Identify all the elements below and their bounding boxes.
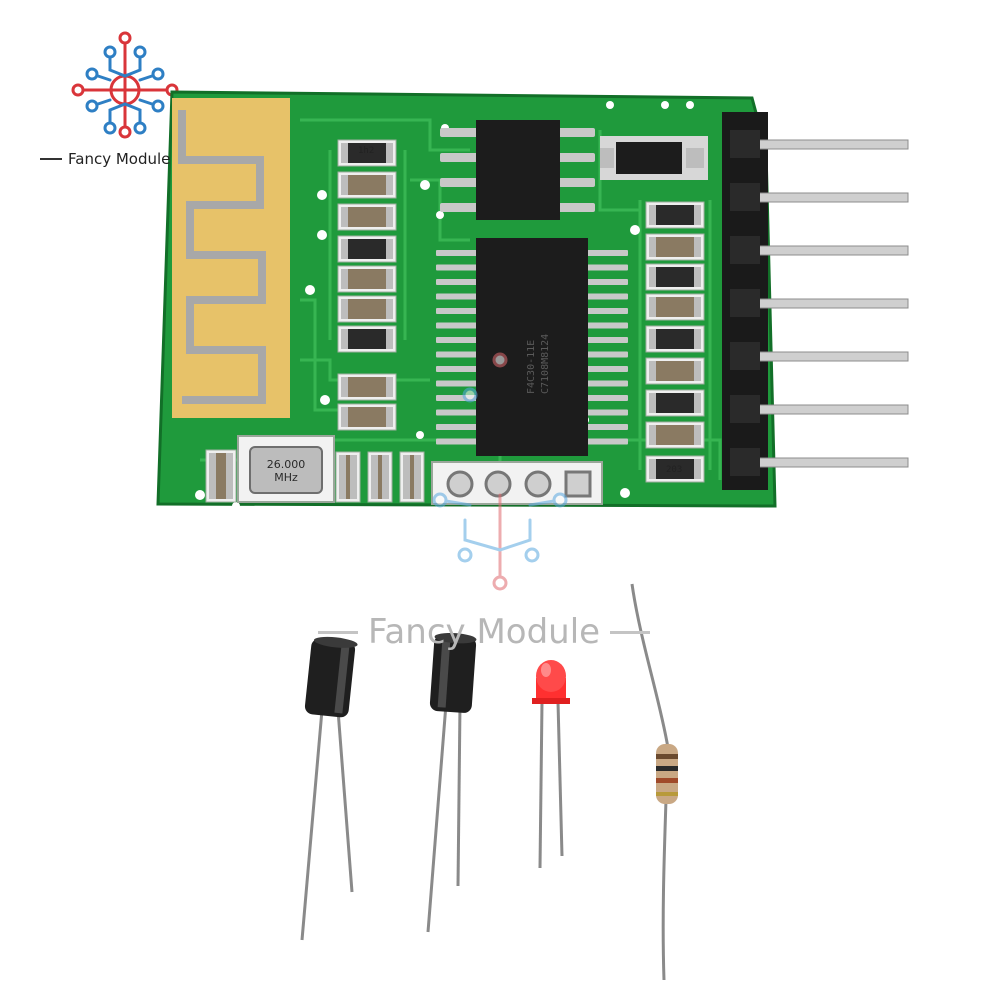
header-pin-housing bbox=[730, 342, 760, 370]
header-pin bbox=[751, 139, 909, 150]
chip-pin-left bbox=[436, 424, 478, 430]
header-pin-housing bbox=[730, 183, 760, 211]
smd-component bbox=[645, 325, 705, 353]
smd-component bbox=[337, 373, 397, 401]
chip-pin-left bbox=[436, 322, 478, 329]
chip-pin-right bbox=[586, 409, 628, 416]
watermark-brand: Fancy Module bbox=[318, 612, 682, 652]
chip-pin-right bbox=[586, 337, 628, 343]
brand-name-text: Fancy Module bbox=[68, 150, 171, 168]
smd-component bbox=[337, 265, 397, 293]
bottom-pads bbox=[431, 461, 603, 505]
smd-component bbox=[645, 263, 705, 291]
smd-component bbox=[645, 357, 705, 385]
smd-passives bbox=[205, 139, 705, 503]
chip-pin-left bbox=[436, 308, 478, 314]
chip-pin-right bbox=[586, 366, 628, 372]
chip-pin-right bbox=[586, 293, 628, 300]
header-pin-housing bbox=[730, 236, 760, 264]
smd-component bbox=[337, 203, 397, 231]
chip-pin-left bbox=[436, 279, 478, 285]
chip-pin-left bbox=[436, 293, 478, 300]
chip-pin-right bbox=[586, 395, 628, 401]
chip-pin-left bbox=[436, 264, 478, 271]
smd-component bbox=[205, 449, 237, 503]
watermark-text: Fancy Module bbox=[368, 612, 601, 652]
chip-pin-left bbox=[436, 337, 478, 343]
brand-dash bbox=[40, 158, 62, 160]
watermark-logo-icon bbox=[432, 352, 568, 591]
smd-component bbox=[645, 455, 705, 483]
main-chip-marking-1: F4C30-11E bbox=[526, 340, 537, 394]
chip-pin-right bbox=[586, 279, 628, 285]
header-pin bbox=[751, 457, 909, 468]
brand-name-top: Fancy Module bbox=[40, 150, 170, 168]
watermark-dash-right bbox=[610, 630, 651, 634]
chip-pin-right bbox=[586, 250, 628, 256]
chip-pin-right bbox=[586, 438, 628, 445]
chip-pin-left bbox=[436, 409, 478, 416]
header-pin bbox=[751, 298, 909, 309]
crystal-oscillator bbox=[237, 435, 335, 503]
chip-pin-right bbox=[586, 264, 628, 271]
smd-component bbox=[337, 325, 397, 353]
chip-pin-left bbox=[436, 250, 478, 256]
smd-component bbox=[335, 451, 361, 503]
chip-pin-right bbox=[586, 308, 628, 314]
smd-component bbox=[367, 451, 393, 503]
main-bluetooth-chip: F4C30-11E C7108M8124 bbox=[436, 238, 628, 456]
header-pin-housing bbox=[730, 289, 760, 317]
header-pin bbox=[751, 404, 909, 415]
smd-component bbox=[645, 233, 705, 261]
chip-pin-right bbox=[586, 322, 628, 329]
header-pin-housing bbox=[730, 130, 760, 158]
header-pin-housing bbox=[730, 448, 760, 476]
red-led bbox=[532, 660, 570, 869]
header-pin-housing bbox=[730, 395, 760, 423]
fancy-module-logo-icon bbox=[71, 31, 179, 139]
chip-pin-left bbox=[436, 366, 478, 372]
header-pin bbox=[751, 351, 909, 362]
header-pin bbox=[751, 192, 909, 203]
chip-pin-right bbox=[586, 351, 628, 358]
crystal-label: 26.000 MHz bbox=[256, 458, 316, 484]
watermark-dash-left bbox=[318, 630, 358, 634]
smd-component bbox=[645, 389, 705, 417]
antenna-area bbox=[172, 98, 290, 418]
crystal-unit: MHz bbox=[274, 471, 298, 484]
smd-component bbox=[645, 201, 705, 229]
smd-component bbox=[337, 171, 397, 199]
header-pin bbox=[751, 245, 909, 256]
chip-pin-right bbox=[586, 380, 628, 387]
smd-component bbox=[399, 451, 425, 503]
smd-component bbox=[337, 139, 397, 167]
smd-component bbox=[337, 403, 397, 431]
chip-pin-left bbox=[436, 380, 478, 387]
chip-pin-right bbox=[586, 424, 628, 430]
smd-component bbox=[645, 293, 705, 321]
crystal-frequency: 26.000 bbox=[266, 458, 306, 471]
resistor bbox=[630, 583, 678, 981]
chip-pin-left bbox=[436, 351, 478, 358]
smd-component bbox=[337, 235, 397, 263]
electrolytic-capacitor-1 bbox=[300, 636, 358, 941]
electrolytic-capacitor-2 bbox=[426, 632, 477, 933]
voltage-regulator bbox=[600, 136, 708, 180]
bluetooth-pcb-board: F4C30-11E C7108M8124 bbox=[156, 90, 909, 510]
flash-chip bbox=[440, 120, 595, 220]
main-chip-marking-2: C7108M8124 bbox=[540, 334, 551, 394]
pin-header bbox=[722, 112, 909, 490]
chip-pin-left bbox=[436, 438, 478, 445]
smd-component bbox=[337, 295, 397, 323]
smd-component bbox=[645, 421, 705, 449]
